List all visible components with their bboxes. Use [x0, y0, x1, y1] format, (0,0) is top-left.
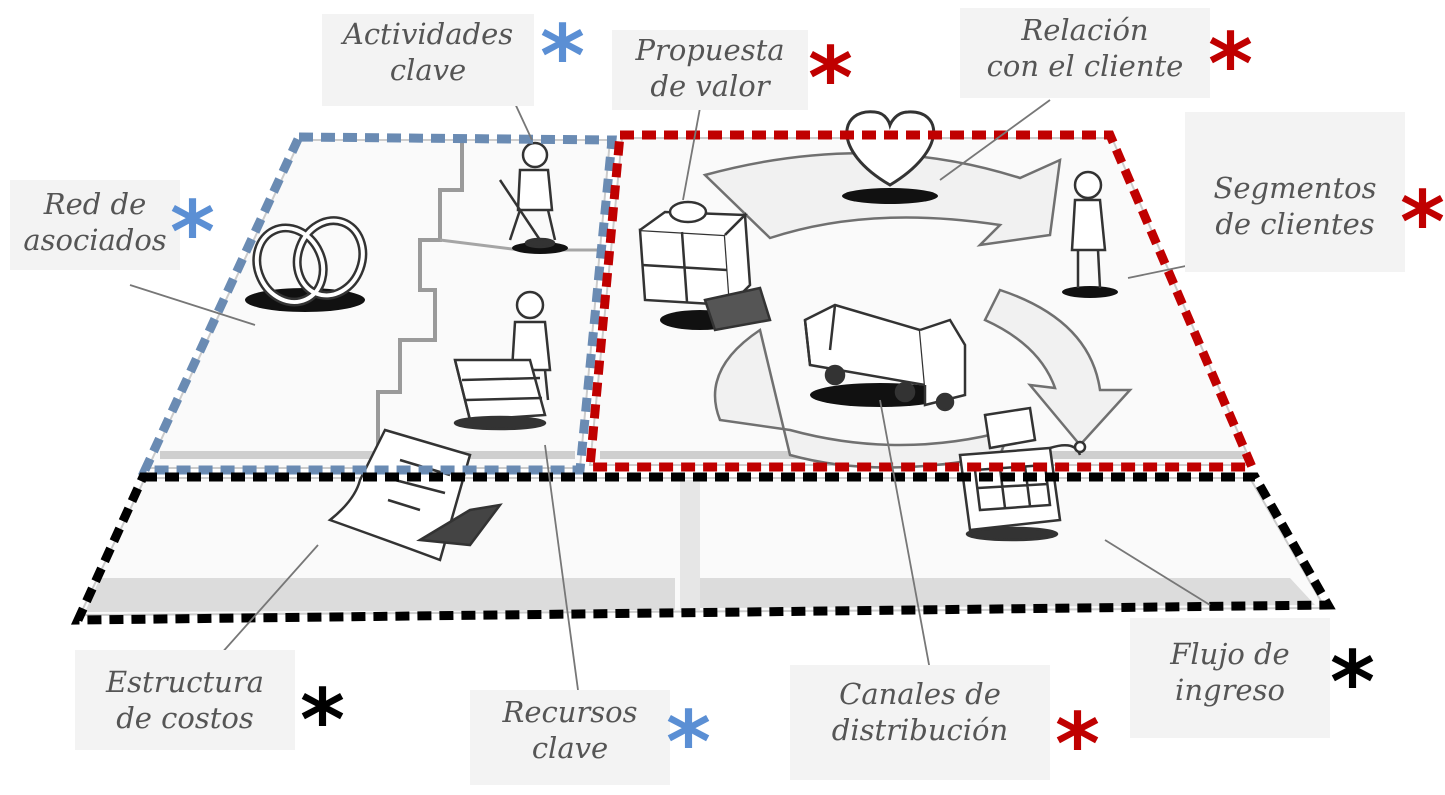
actividades-label-bg: [322, 14, 534, 106]
flujo-de-ingreso-line2: ingreso: [1175, 673, 1285, 707]
segmentos-marker: *: [1400, 173, 1445, 273]
rings-icon: [252, 216, 368, 307]
actividades-clave-line2: clave: [389, 53, 467, 87]
relacion-con-el-cliente-line2: con el cliente: [986, 49, 1184, 83]
recursos-label-bg: [470, 690, 670, 785]
red-de-asociados-label: Red de asociados: [10, 186, 180, 258]
left-group-boundary: [137, 132, 617, 475]
leader-lines: [129, 81, 1211, 691]
propuesta-de-valor-label: Propuesta de valor: [612, 32, 808, 104]
canales-marker: *: [1055, 695, 1100, 795]
relacion-con-el-cliente-line1: Relación: [1021, 13, 1149, 47]
relacion-label-bg: [960, 8, 1210, 98]
actividades-clave-label: Actividades clave: [322, 16, 534, 88]
document-icon: [327, 428, 503, 562]
estructura-marker: *: [300, 671, 345, 771]
red-label-bg: [10, 180, 180, 270]
propuesta-de-valor-line1: Propuesta: [635, 33, 785, 67]
propuesta-de-valor-line2: de valor: [650, 69, 770, 103]
estructura-de-costos-line2: de costos: [116, 701, 254, 735]
actividades-clave-line1: Actividades: [342, 17, 514, 51]
flujo-marker: *: [1330, 633, 1375, 733]
relacion-marker: *: [1208, 15, 1253, 115]
canales-de-distribucion-label: Canales de distribución: [800, 676, 1040, 748]
recursos-clave-line2: clave: [531, 731, 609, 765]
recursos-marker: *: [666, 693, 711, 793]
actividades-marker: *: [540, 7, 585, 107]
red-marker: *: [170, 183, 215, 283]
heart-icon: [845, 110, 935, 187]
flujo-de-ingreso-label: Flujo de ingreso: [1140, 636, 1320, 708]
flujo-de-ingreso-line1: Flujo de: [1170, 637, 1290, 671]
propuesta-label-bg: [612, 30, 808, 110]
red-de-asociados-line1: Red de: [43, 187, 147, 221]
bottom-group-boundary: [70, 472, 1336, 625]
digging-person-icon: [498, 141, 557, 249]
segmentos-label-bg: [1185, 112, 1405, 272]
propuesta-marker: *: [808, 29, 853, 129]
recursos-clave-line1: Recursos: [502, 695, 638, 729]
canales-de-distribucion-line2: distribución: [831, 713, 1009, 747]
flujo-label-bg: [1130, 618, 1330, 738]
truck-icon: [803, 303, 967, 412]
canales-de-distribucion-line1: Canales de: [839, 677, 1001, 711]
person-standing-icon: [1070, 170, 1107, 289]
recursos-clave-label: Recursos clave: [480, 694, 660, 766]
estructura-de-costos-line1: Estructura: [106, 665, 264, 699]
segmentos-de-clientes-line1: Segmentos: [1213, 171, 1377, 205]
canales-label-bg: [790, 665, 1050, 780]
gift-box-icon: [638, 200, 772, 332]
person-with-box-icon: [453, 290, 552, 431]
relacion-con-el-cliente-label: Relación con el cliente: [960, 12, 1210, 84]
estructura-label-bg: [75, 650, 295, 750]
red-de-asociados-line2: asociados: [23, 223, 167, 257]
estructura-de-costos-label: Estructura de costos: [75, 664, 295, 736]
segmentos-de-clientes-line2: de clientes: [1215, 207, 1375, 241]
segmentos-de-clientes-label: Segmentos de clientes: [1185, 170, 1405, 242]
